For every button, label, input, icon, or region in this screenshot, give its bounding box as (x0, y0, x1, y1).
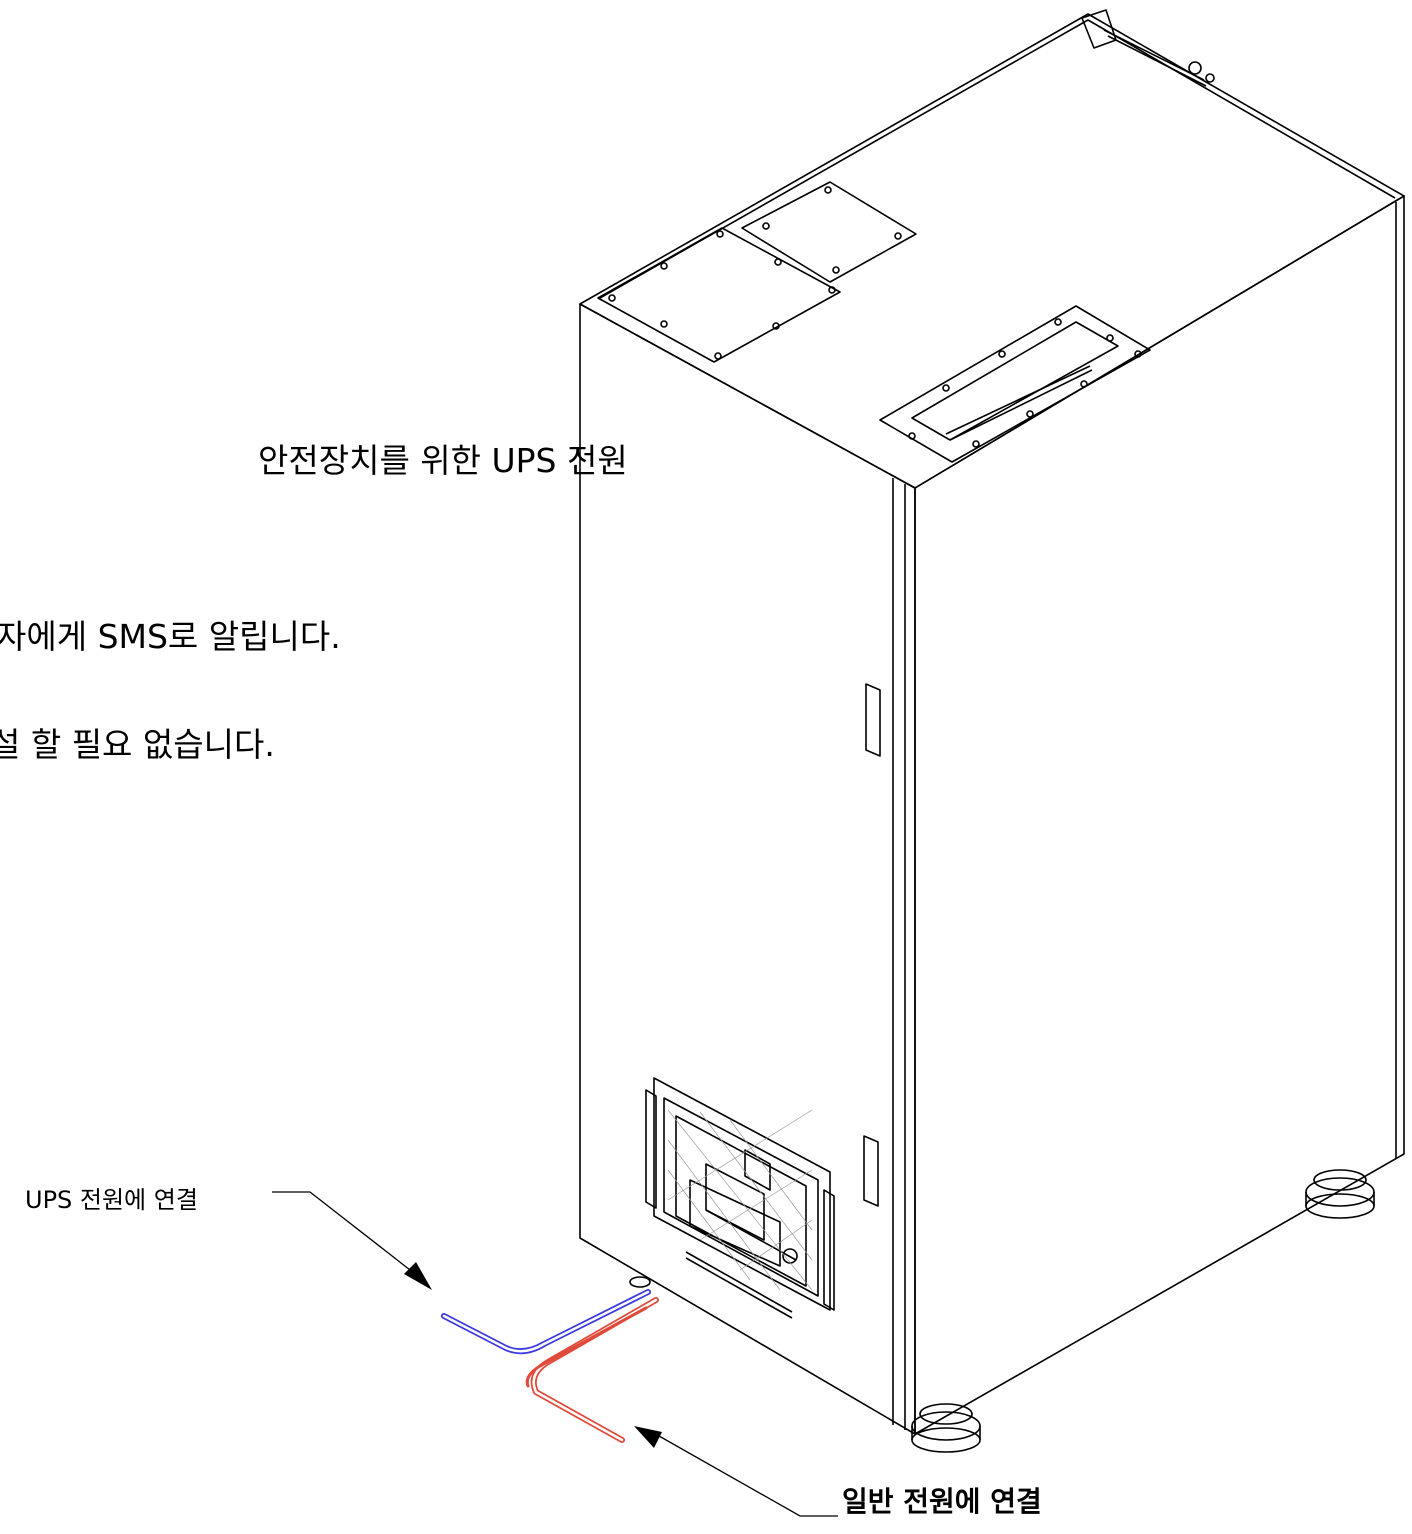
install-notice-text: 설 할 필요 없습니다. (0, 725, 275, 764)
ups-connection-label: UPS 전원에 연결 (25, 1186, 198, 1214)
caster-left (629, 1276, 651, 1288)
door-handle-lower (863, 1135, 879, 1207)
top-cover-plate-2 (741, 181, 917, 283)
caster-front (911, 1403, 981, 1453)
ups-leader-line (272, 1191, 429, 1285)
door-handle-upper (865, 683, 881, 757)
caster-right (1305, 1169, 1375, 1219)
ups-safety-title: 안전장치를 위한 UPS 전원 (258, 441, 628, 480)
normal-leader-line (651, 1431, 838, 1517)
mesh-pattern (667, 1109, 813, 1291)
top-vent-opening (879, 305, 1151, 463)
normal-arrowhead (634, 1426, 662, 1448)
sms-notice-text: 자에게 SMS로 알립니다. (0, 617, 341, 656)
top-cover-plate-1 (597, 227, 841, 363)
normal-connection-label: 일반 전원에 연결 (842, 1485, 1042, 1518)
ups-arrowhead (404, 1262, 432, 1290)
cabinet-side-face (914, 195, 1405, 1435)
leader-lines (272, 1191, 838, 1517)
top-hinge (1081, 9, 1215, 87)
bottom-vent-grille (645, 1077, 835, 1319)
